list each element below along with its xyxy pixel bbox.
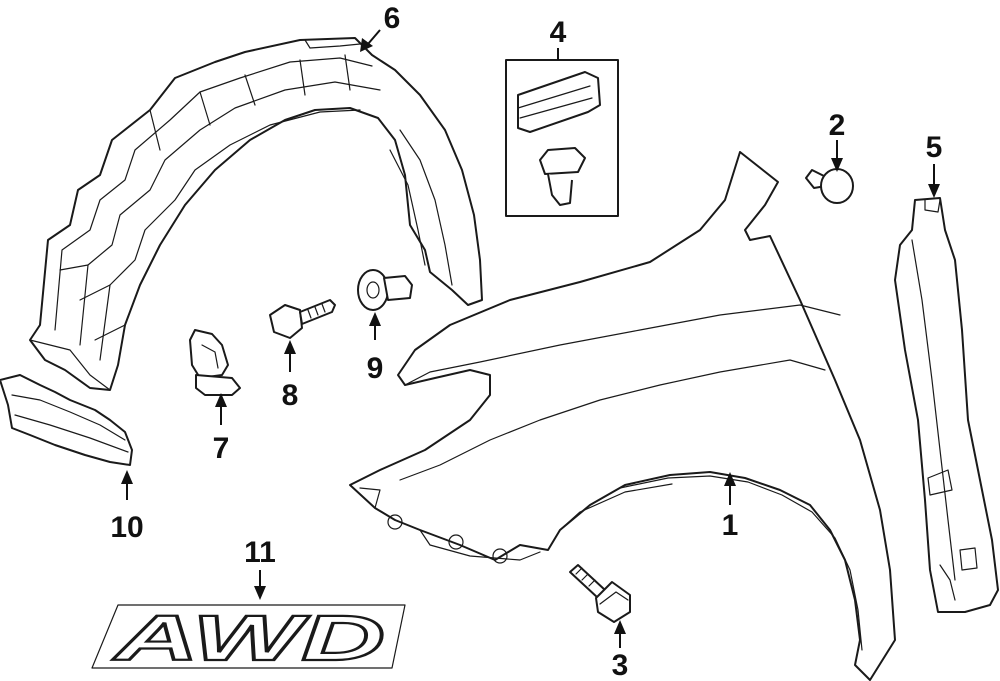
callout-label-1: 1 bbox=[722, 509, 739, 542]
callout-5: 5 bbox=[926, 131, 943, 198]
fender-liner-drawing bbox=[29, 37, 483, 391]
callout-label-6: 6 bbox=[384, 2, 401, 35]
callout-label-8: 8 bbox=[282, 379, 299, 412]
callout-label-3: 3 bbox=[612, 649, 629, 681]
callout-7: 7 bbox=[213, 393, 230, 465]
callout-label-11: 11 bbox=[244, 536, 276, 569]
callout-8: 8 bbox=[282, 340, 299, 412]
callout-label-4: 4 bbox=[550, 16, 567, 49]
screw-drawing bbox=[269, 299, 336, 339]
fender-drawing bbox=[349, 151, 896, 681]
bolt-drawing bbox=[569, 564, 631, 623]
callout-11: 11 bbox=[244, 536, 276, 600]
clip-kit-drawing bbox=[505, 59, 619, 217]
callout-2: 2 bbox=[829, 109, 846, 172]
callout-3: 3 bbox=[612, 620, 629, 681]
callout-label-9: 9 bbox=[367, 352, 384, 385]
callout-1: 1 bbox=[722, 472, 739, 542]
callout-label-2: 2 bbox=[829, 109, 846, 142]
awd-emblem-drawing: AWD bbox=[91, 601, 406, 675]
liner-extension-drawing bbox=[0, 374, 133, 466]
clip-drawing bbox=[805, 168, 854, 204]
callout-group: 1 2 3 4 5 6 7 bbox=[110, 2, 942, 681]
callout-4: 4 bbox=[550, 16, 567, 60]
callout-label-5: 5 bbox=[926, 131, 943, 164]
fender-bracket-drawing bbox=[894, 197, 999, 613]
callout-10: 10 bbox=[110, 470, 144, 544]
nut-drawing bbox=[357, 269, 413, 311]
callout-label-10: 10 bbox=[110, 511, 143, 544]
callout-6: 6 bbox=[360, 2, 400, 52]
callout-label-7: 7 bbox=[213, 432, 230, 465]
callout-9: 9 bbox=[367, 312, 384, 385]
retainer-drawing bbox=[189, 329, 241, 396]
emblem-text: AWD bbox=[111, 602, 385, 674]
